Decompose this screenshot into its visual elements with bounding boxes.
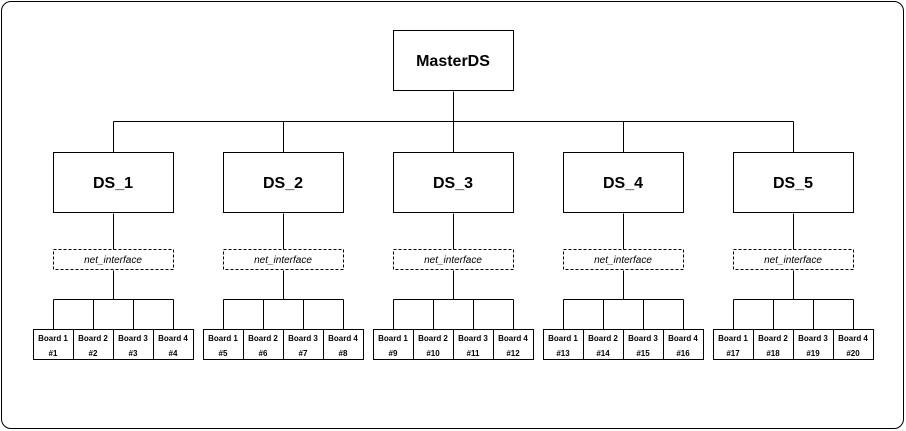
board-node bbox=[33, 329, 74, 360]
board-number: #17 bbox=[726, 349, 740, 358]
board-number: #15 bbox=[636, 349, 650, 358]
board-number: #2 bbox=[89, 349, 98, 358]
ds-node bbox=[393, 152, 514, 213]
board-node bbox=[203, 329, 244, 360]
board-name: Board 1 bbox=[548, 334, 578, 343]
ds-node bbox=[223, 152, 344, 213]
board-node bbox=[113, 329, 154, 360]
board-name: Board 3 bbox=[628, 334, 658, 343]
board-number: #14 bbox=[596, 349, 610, 358]
board-name: Board 2 bbox=[588, 334, 618, 343]
net-interface-node bbox=[223, 249, 344, 270]
board-name: Board 1 bbox=[38, 334, 68, 343]
net-interface-node bbox=[393, 249, 514, 270]
board-number: #11 bbox=[467, 349, 480, 358]
board-name: Board 2 bbox=[758, 334, 788, 343]
board-number: #13 bbox=[556, 349, 570, 358]
board-name: Board 1 bbox=[718, 334, 748, 343]
board-name: Board 4 bbox=[668, 334, 698, 343]
ds-node bbox=[563, 152, 684, 213]
net-interface-node bbox=[733, 249, 854, 270]
board-name: Board 1 bbox=[208, 334, 238, 343]
board-node bbox=[623, 329, 664, 360]
board-name: Board 4 bbox=[498, 334, 528, 343]
board-name: Board 2 bbox=[78, 334, 108, 343]
ds-node bbox=[733, 152, 854, 213]
ds-label: DS_2 bbox=[263, 175, 303, 192]
board-node bbox=[493, 329, 534, 360]
net-interface-node bbox=[563, 249, 684, 270]
board-number: #19 bbox=[806, 349, 820, 358]
board-number: #12 bbox=[506, 349, 520, 358]
board-number: #8 bbox=[339, 349, 348, 358]
board-name: Board 4 bbox=[158, 334, 188, 343]
board-name: Board 4 bbox=[838, 334, 868, 343]
board-number: #5 bbox=[219, 349, 228, 358]
board-node bbox=[583, 329, 624, 360]
board-number: #3 bbox=[129, 349, 138, 358]
net-interface-label: net_interface bbox=[424, 255, 482, 266]
board-node bbox=[323, 329, 364, 360]
board-node bbox=[833, 329, 874, 360]
board-node bbox=[413, 329, 454, 360]
ds-label: DS_4 bbox=[603, 175, 643, 192]
board-number: #20 bbox=[846, 349, 860, 358]
net-interface-label: net_interface bbox=[594, 255, 652, 266]
board-number: #4 bbox=[169, 349, 178, 358]
board-node bbox=[543, 329, 584, 360]
board-number: #7 bbox=[299, 349, 308, 358]
board-node bbox=[153, 329, 194, 360]
board-node bbox=[243, 329, 284, 360]
board-name: Board 3 bbox=[288, 334, 318, 343]
board-number: #16 bbox=[676, 349, 690, 358]
board-name: Board 3 bbox=[118, 334, 148, 343]
board-node bbox=[713, 329, 754, 360]
ds-node bbox=[53, 152, 174, 213]
board-name: Board 4 bbox=[328, 334, 358, 343]
board-node bbox=[453, 329, 494, 360]
board-node bbox=[753, 329, 794, 360]
master-node bbox=[393, 30, 514, 91]
master-label: MasterDS bbox=[416, 53, 490, 70]
net-interface-label: net_interface bbox=[764, 255, 822, 266]
board-name: Board 1 bbox=[378, 334, 408, 343]
ds-label: DS_5 bbox=[773, 175, 813, 192]
board-name: Board 2 bbox=[418, 334, 448, 343]
board-node bbox=[283, 329, 324, 360]
net-interface-label: net_interface bbox=[84, 255, 142, 266]
ds-label: DS_3 bbox=[433, 175, 473, 192]
board-node bbox=[73, 329, 114, 360]
net-interface-label: net_interface bbox=[254, 255, 312, 266]
board-node bbox=[663, 329, 704, 360]
board-number: #18 bbox=[766, 349, 780, 358]
ds-label: DS_1 bbox=[93, 175, 133, 192]
board-name: Board 2 bbox=[248, 334, 278, 343]
board-number: #9 bbox=[389, 349, 398, 358]
board-node bbox=[793, 329, 834, 360]
board-name: Board 3 bbox=[458, 334, 488, 343]
net-interface-node bbox=[53, 249, 174, 270]
board-number: #10 bbox=[426, 349, 440, 358]
board-name: Board 3 bbox=[798, 334, 828, 343]
board-number: #1 bbox=[49, 349, 58, 358]
board-number: #6 bbox=[259, 349, 268, 358]
